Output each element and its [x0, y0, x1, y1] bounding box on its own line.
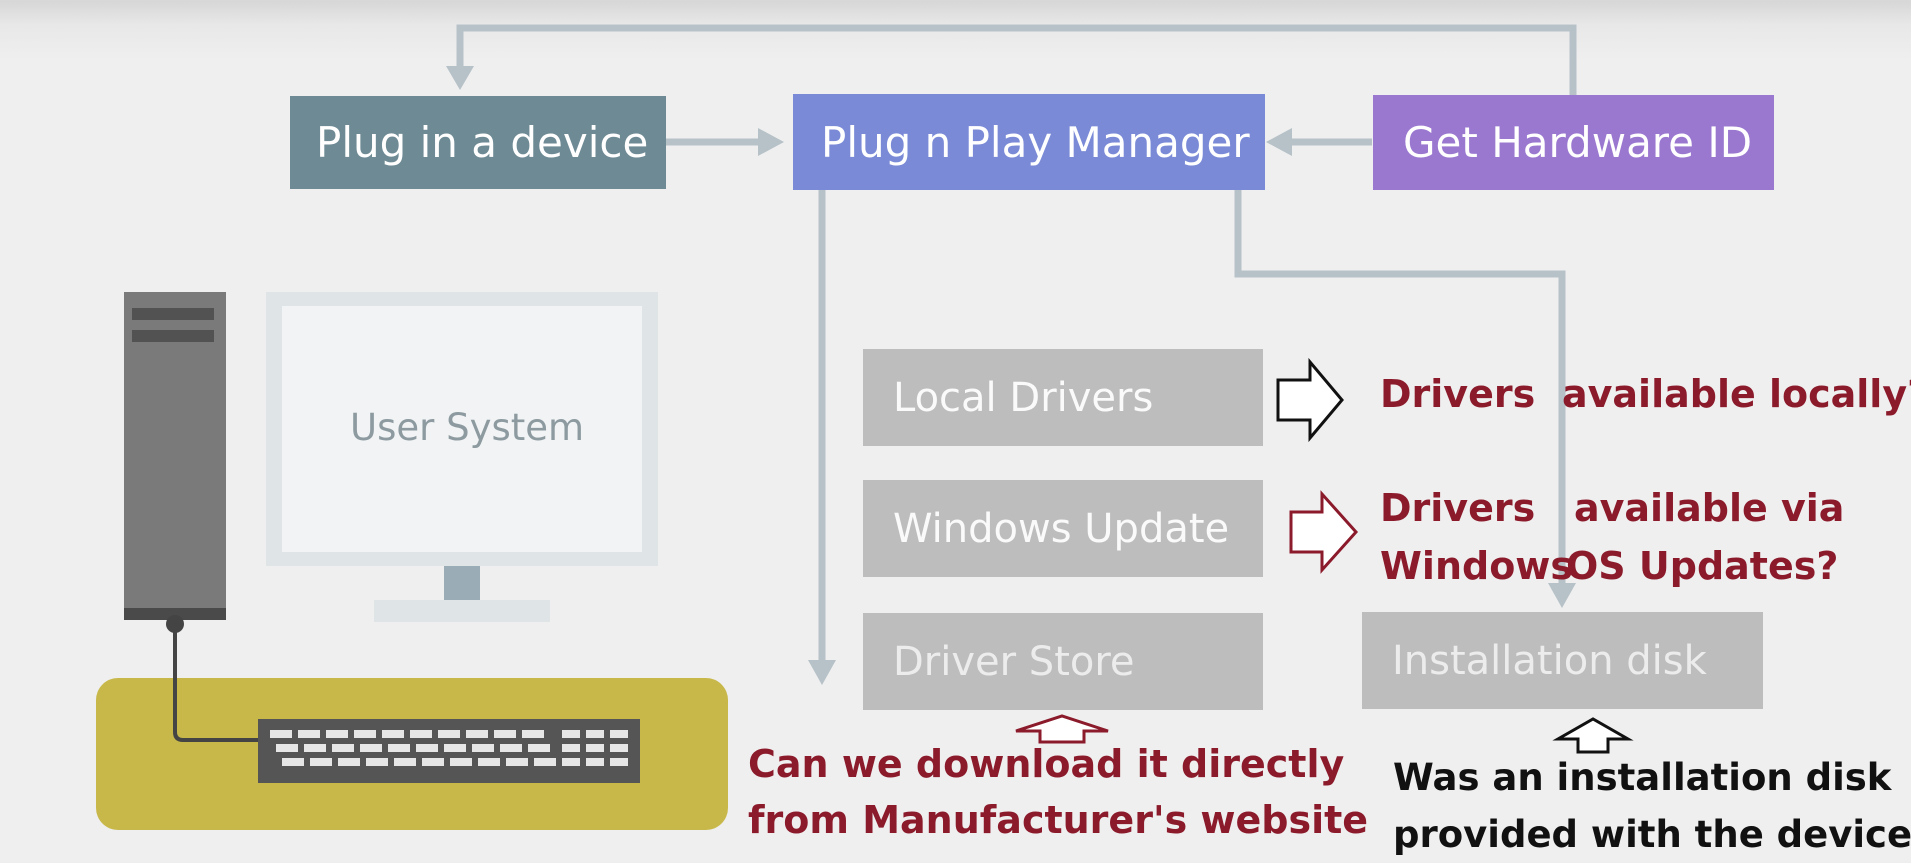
pnp-manager-box: Plug n Play Manager	[793, 94, 1265, 190]
plug-device-box: Plug in a device	[290, 96, 666, 189]
keyboard-key	[382, 730, 404, 738]
update-question-line1-word2: available via	[1574, 486, 1845, 530]
tower-base	[124, 608, 226, 620]
local-question-word2: available locally?	[1562, 372, 1911, 416]
disk-question-line2: provided with the device	[1393, 813, 1911, 856]
keyboard-key	[410, 730, 432, 738]
keyboard-key	[472, 744, 494, 752]
manager-to-disk-connector	[1234, 190, 1566, 588]
plug-device-label: Plug in a device	[316, 118, 649, 167]
windows-update-label: Windows Update	[893, 505, 1230, 552]
installation-disk-box: Installation disk	[1362, 612, 1763, 709]
local-drivers-box: Local Drivers	[863, 349, 1263, 446]
keyboard-key	[500, 744, 522, 752]
keyboard-key	[494, 730, 516, 738]
keyboard-key	[586, 744, 604, 752]
keyboard-key	[394, 758, 416, 766]
windows-update-arrow-icon	[1289, 490, 1359, 574]
keyboard-key	[416, 744, 438, 752]
pnp-manager-label: Plug n Play Manager	[821, 117, 1250, 167]
feedback-connector	[456, 24, 1577, 95]
keyboard-key	[276, 744, 298, 752]
keyboard-key	[310, 758, 332, 766]
keyboard-key	[562, 744, 580, 752]
hardware-id-label: Get Hardware ID	[1403, 118, 1753, 167]
keyboard-key	[366, 758, 388, 766]
hardwareid-to-manager-arrowhead	[1266, 128, 1292, 156]
keyboard-key	[610, 744, 628, 752]
user-system-label: User System	[350, 406, 585, 449]
hardware-id-box: Get Hardware ID	[1373, 95, 1774, 190]
keyboard-key	[270, 730, 292, 738]
install-disk-up-arrow-icon	[1552, 717, 1634, 754]
keyboard-key	[610, 730, 628, 738]
manager-down-arrowhead	[808, 660, 836, 685]
local-question-word1: Drivers	[1380, 372, 1536, 416]
keyboard-key	[506, 758, 528, 766]
keyboard-key	[326, 730, 348, 738]
tower-vent-1	[132, 308, 214, 320]
keyboard-key	[360, 744, 382, 752]
keyboard-key	[522, 730, 544, 738]
cable-plug	[166, 615, 184, 633]
update-question-line2-word2: OS Updates?	[1566, 544, 1839, 588]
keyboard-key	[332, 744, 354, 752]
keyboard-key	[466, 730, 488, 738]
keyboard-key	[586, 730, 604, 738]
keyboard-key	[586, 758, 604, 766]
keyboard-key	[354, 730, 376, 738]
keyboard-keys	[270, 730, 628, 766]
keyboard-key	[304, 744, 326, 752]
keyboard-key	[528, 744, 550, 752]
local-drivers-label: Local Drivers	[893, 374, 1154, 421]
feedback-arrowhead	[446, 66, 474, 90]
update-question-line2-word1: Windows	[1380, 544, 1574, 588]
keyboard-key	[338, 758, 360, 766]
update-question-line1-word1: Drivers	[1380, 486, 1536, 530]
keyboard-key	[282, 758, 304, 766]
keyboard-key	[388, 744, 410, 752]
download-question-line1: Can we download it directly	[748, 742, 1345, 786]
windows-update-box: Windows Update	[863, 480, 1263, 577]
keyboard-key	[562, 730, 580, 738]
monitor-stand	[374, 600, 550, 622]
monitor-neck	[444, 566, 480, 602]
driver-store-up-arrow-icon	[1015, 714, 1109, 744]
computer-tower-icon	[124, 292, 226, 610]
keyboard-key	[422, 758, 444, 766]
keyboard-key	[562, 758, 580, 766]
disk-question-line1: Was an installation disk	[1393, 756, 1892, 799]
manager-to-disk-arrowhead	[1548, 583, 1576, 608]
monitor-screen	[282, 306, 642, 552]
keyboard-key	[478, 758, 500, 766]
installation-disk-label: Installation disk	[1392, 637, 1707, 684]
device-to-manager-arrowhead	[758, 128, 784, 156]
keyboard-key	[610, 758, 628, 766]
keyboard-key	[298, 730, 320, 738]
download-question-line2: from Manufacturer's website	[748, 798, 1369, 842]
driver-store-label: Driver Store	[893, 638, 1135, 685]
driver-store-box: Driver Store	[863, 613, 1263, 710]
keyboard-key	[438, 730, 460, 738]
keyboard-cable	[173, 620, 262, 742]
keyboard-key	[534, 758, 556, 766]
tower-vent-2	[132, 330, 214, 342]
local-drivers-arrow-icon	[1276, 357, 1344, 443]
keyboard-key	[450, 758, 472, 766]
keyboard-key	[444, 744, 466, 752]
